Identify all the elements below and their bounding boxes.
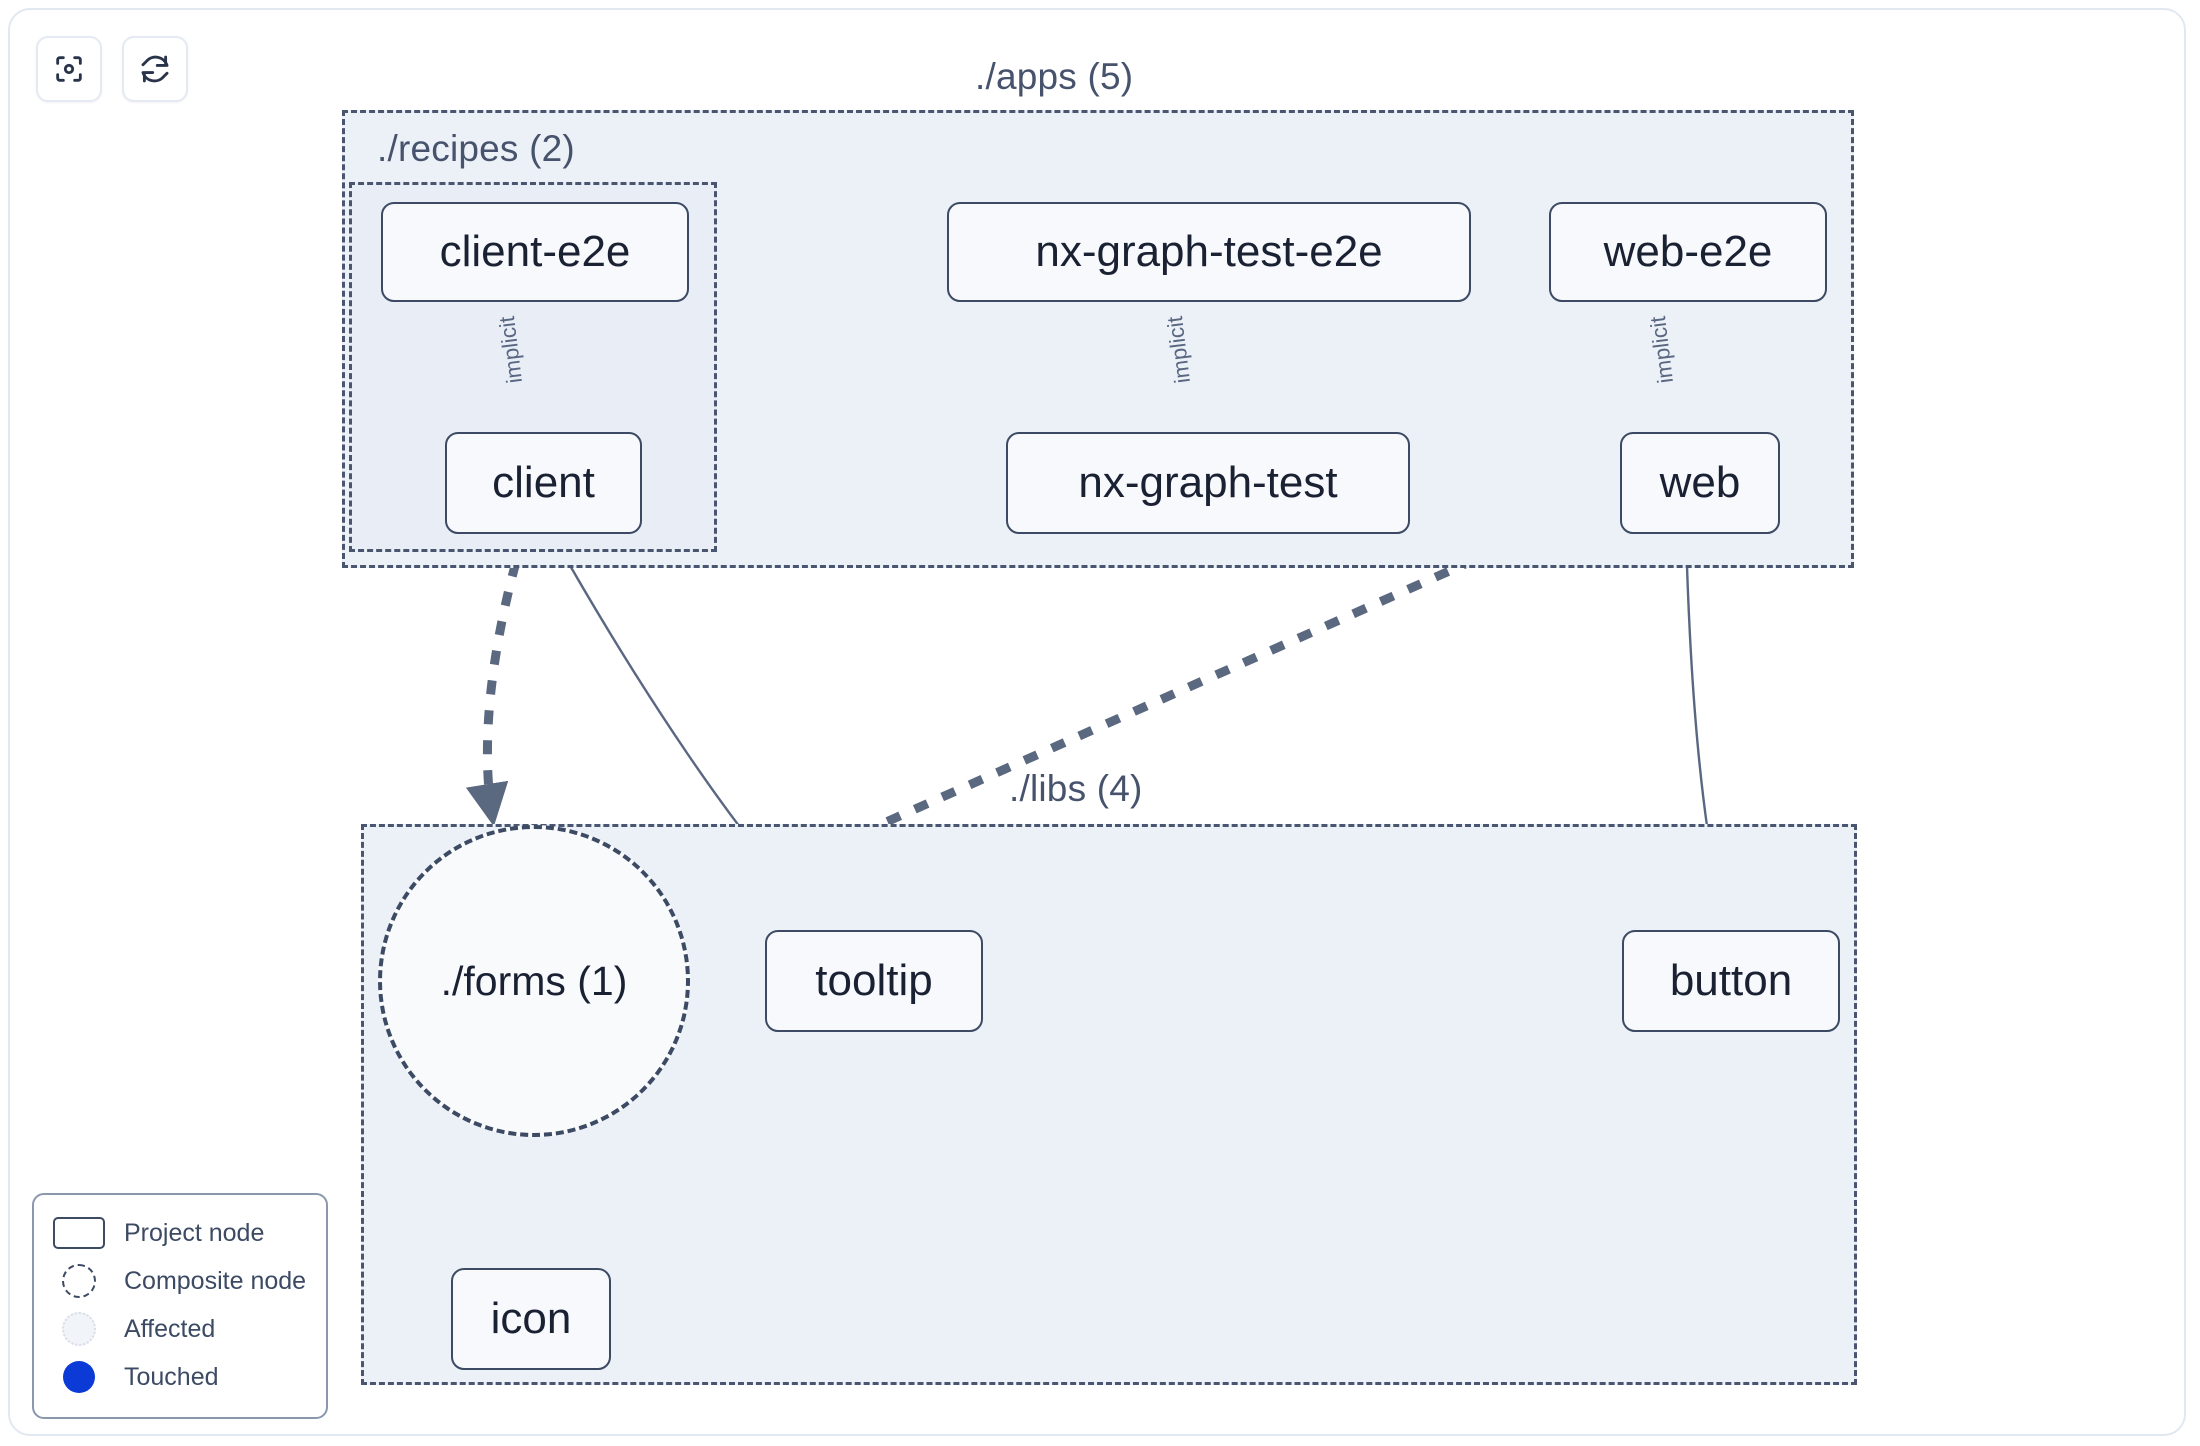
edge-client-to-forms[interactable]	[465, 532, 529, 827]
node-label: nx-graph-test	[1078, 458, 1338, 507]
node-nx-graph-test[interactable]: nx-graph-test	[1006, 432, 1410, 534]
node-tooltip[interactable]: tooltip	[765, 930, 983, 1032]
legend-item-affected: Affected	[52, 1305, 308, 1353]
node-forms-composite[interactable]: ./forms (1)	[378, 825, 690, 1137]
node-web[interactable]: web	[1620, 432, 1780, 534]
node-label: ./forms (1)	[440, 957, 628, 1004]
node-icon[interactable]: icon	[451, 1268, 611, 1370]
node-web-e2e[interactable]: web-e2e	[1549, 202, 1827, 302]
group-label-recipes: ./recipes (2)	[377, 128, 575, 169]
node-label: web	[1659, 458, 1741, 507]
node-button[interactable]: button	[1622, 930, 1840, 1032]
legend-item-touched: Touched	[52, 1353, 308, 1401]
focus-graph-button[interactable]	[36, 36, 102, 102]
legend-label: Composite node	[124, 1266, 307, 1295]
composite-node-swatch-icon	[52, 1264, 106, 1298]
legend-label: Touched	[124, 1362, 219, 1391]
legend-label: Affected	[124, 1314, 216, 1343]
group-label-apps: ./apps (5)	[975, 56, 1134, 97]
node-label: button	[1669, 956, 1793, 1005]
node-label: tooltip	[815, 956, 933, 1005]
project-node-swatch-icon	[52, 1217, 106, 1249]
graph-toolbar	[36, 36, 188, 102]
legend-label: Project node	[124, 1218, 265, 1247]
node-label: web-e2e	[1603, 227, 1773, 276]
node-label: icon	[490, 1294, 572, 1343]
graph-legend: Project node Composite node Affected Tou…	[32, 1193, 328, 1419]
node-nx-graph-test-e2e[interactable]: nx-graph-test-e2e	[947, 202, 1471, 302]
refresh-graph-button[interactable]	[122, 36, 188, 102]
edge-web-to-forms[interactable]	[689, 481, 1642, 912]
touched-swatch-icon	[52, 1361, 106, 1393]
legend-item-composite-node: Composite node	[52, 1257, 308, 1305]
node-label: client	[492, 458, 595, 507]
legend-item-project-node: Project node	[52, 1209, 308, 1257]
node-client[interactable]: client	[445, 432, 642, 534]
affected-swatch-icon	[52, 1312, 106, 1346]
refresh-icon	[138, 52, 172, 86]
node-label: client-e2e	[439, 227, 631, 276]
focus-target-icon	[52, 52, 86, 86]
node-label: nx-graph-test-e2e	[1035, 227, 1383, 276]
node-client-e2e[interactable]: client-e2e	[381, 202, 689, 302]
group-label-libs: ./libs (4)	[1009, 768, 1143, 809]
